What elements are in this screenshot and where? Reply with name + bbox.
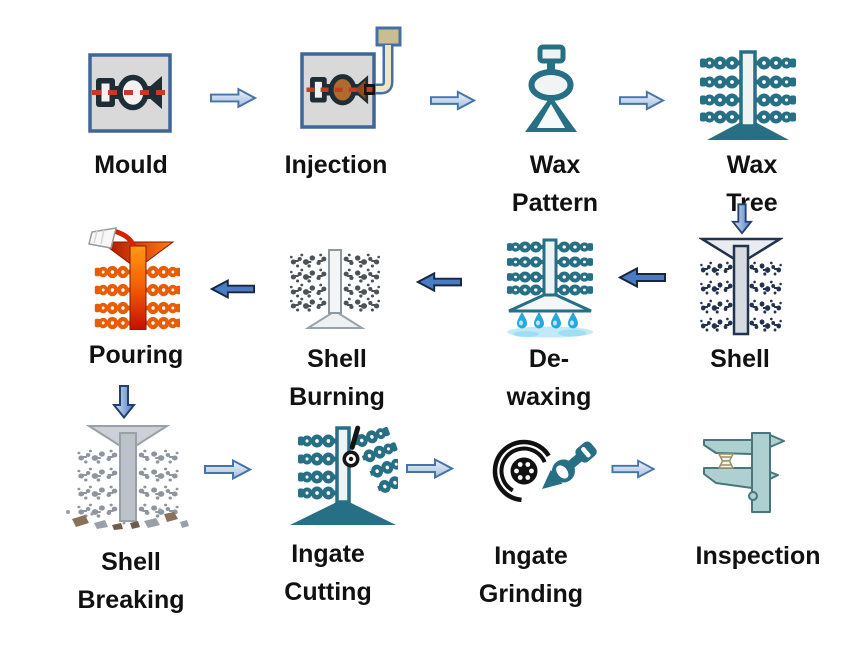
ingate-cutting-label-line1: Ingate bbox=[291, 540, 365, 568]
arrow-dewaxing-to-shell-burning-icon bbox=[416, 271, 462, 293]
injection-label-line: Injection bbox=[284, 151, 388, 179]
mould-label-line: Mould bbox=[94, 151, 168, 179]
arrow-shell-burning-to-pouring-icon bbox=[210, 279, 255, 299]
shell-breaking-icon bbox=[66, 425, 189, 530]
injection-label: Injection bbox=[285, 146, 388, 184]
wax-tree-label-line2: Tree bbox=[726, 189, 778, 217]
shell-icon bbox=[699, 237, 783, 336]
ingate-grinding-icon bbox=[492, 439, 597, 503]
ingate-grinding-label-line1: Ingate bbox=[494, 542, 568, 570]
arrow-ingate-grinding-to-inspection-icon bbox=[611, 459, 656, 479]
arrow-ingate-cutting-to-ingate-grinding-icon bbox=[406, 457, 454, 480]
ingate-cutting-label: Ingate Cutting bbox=[284, 535, 371, 611]
mould-icon bbox=[88, 53, 172, 133]
shell-label: Shell bbox=[710, 340, 770, 378]
inspection-icon bbox=[703, 432, 785, 513]
pouring-label: Pouring bbox=[89, 336, 183, 374]
shell-burning-label: Shell Burning bbox=[289, 340, 385, 416]
arrow-injection-to-wax-pattern-icon bbox=[430, 90, 476, 111]
shell-breaking-label-line2: Breaking bbox=[77, 586, 185, 614]
ingate-cutting-label-line2: Cutting bbox=[284, 578, 372, 606]
inspection-label: Inspection bbox=[695, 537, 820, 575]
arrow-shell-breaking-to-ingate-cutting-icon bbox=[204, 458, 252, 481]
arrow-mould-to-injection-icon bbox=[210, 87, 257, 109]
pouring-label-line: Pouring bbox=[88, 341, 184, 369]
arrow-pouring-to-shell-breaking-icon bbox=[112, 385, 136, 419]
wax-tree-label-line1: Wax bbox=[726, 151, 778, 179]
pouring-icon bbox=[88, 227, 180, 330]
ingate-grinding-label-line2: Grinding bbox=[478, 580, 584, 608]
arrow-wax-pattern-to-wax-tree-icon bbox=[619, 90, 666, 111]
ingate-grinding-label: Ingate Grinding bbox=[479, 537, 583, 613]
shell-breaking-label: Shell Breaking bbox=[78, 543, 185, 619]
arrow-wax-tree-to-shell-icon bbox=[731, 203, 753, 235]
shell-burning-label-line2: Burning bbox=[289, 383, 385, 411]
wax-pattern-icon bbox=[525, 44, 577, 132]
inspection-label-line: Inspection bbox=[695, 542, 821, 570]
dewaxing-icon bbox=[507, 238, 593, 338]
dewaxing-label: De- waxing bbox=[507, 340, 592, 416]
shell-breaking-label-line1: Shell bbox=[101, 548, 161, 576]
dewaxing-label-line1: De- bbox=[528, 345, 570, 373]
injection-icon bbox=[300, 26, 402, 129]
wax-pattern-label: Wax Pattern bbox=[512, 146, 598, 222]
shell-label-line: Shell bbox=[710, 345, 770, 373]
wax-pattern-label-line1: Wax bbox=[529, 151, 581, 179]
mould-label: Mould bbox=[94, 146, 168, 184]
shell-burning-label-line1: Shell bbox=[307, 345, 367, 373]
wax-tree-label: Wax Tree bbox=[726, 146, 777, 222]
dewaxing-label-line2: waxing bbox=[506, 383, 592, 411]
wax-pattern-label-line2: Pattern bbox=[511, 189, 599, 217]
ingate-cutting-icon bbox=[290, 424, 398, 525]
arrow-shell-to-dewaxing-icon bbox=[618, 266, 666, 289]
wax-tree-icon bbox=[700, 50, 796, 140]
shell-burning-icon bbox=[289, 249, 381, 329]
